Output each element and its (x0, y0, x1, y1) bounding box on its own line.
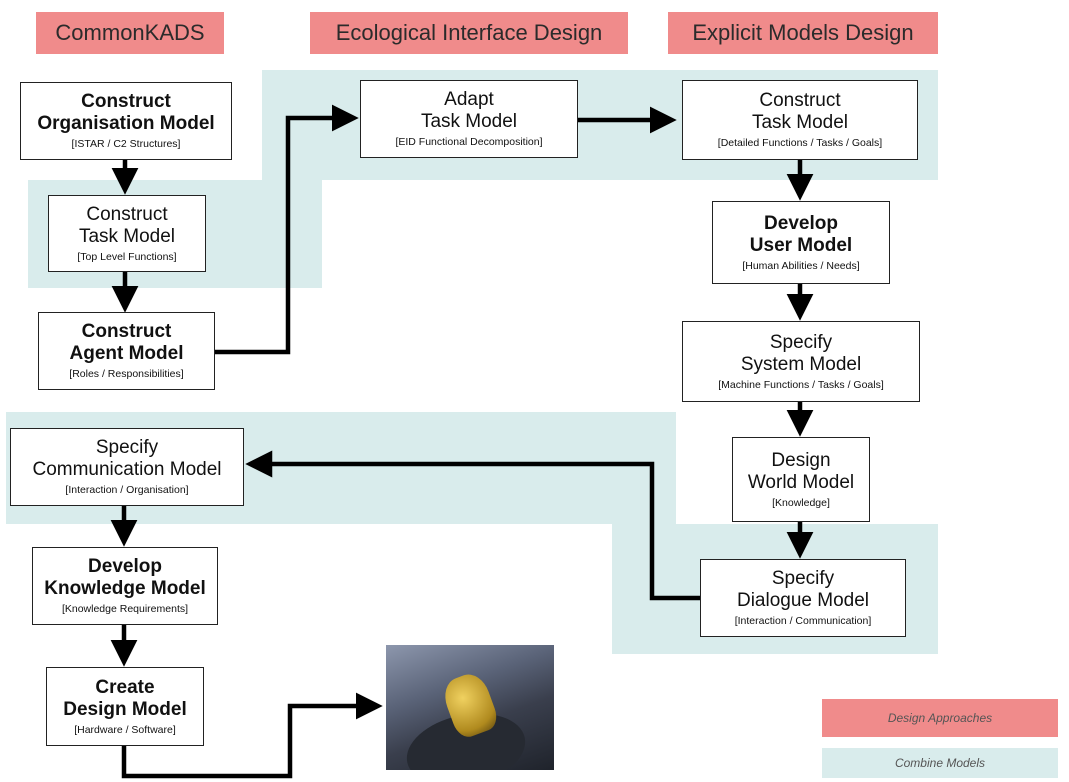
header-ecological-interface-design: Ecological Interface Design (310, 12, 628, 54)
box-subtitle: [Roles / Responsibilities] (69, 368, 184, 380)
box-subtitle: [Top Level Functions] (77, 250, 177, 263)
box-subtitle: [ISTAR / C2 Structures] (71, 138, 181, 150)
box-subtitle: [Interaction / Organisation] (65, 484, 189, 496)
box-title-line2: Organisation Model (37, 113, 215, 134)
box-title-line2: Dialogue Model (736, 590, 870, 611)
box-subtitle: [Knowledge] (772, 496, 830, 509)
box-create-design-model: Create Design Model [Hardware / Software… (46, 667, 204, 746)
box-title-line2: Communication Model (32, 459, 222, 480)
box-title-line1: Adapt (444, 89, 494, 110)
box-title-line2: Agent Model (69, 343, 184, 364)
box-title-line1: Develop (764, 212, 838, 234)
box-construct-agent-model: Construct Agent Model [Roles / Responsib… (38, 312, 215, 390)
box-subtitle: [Machine Functions / Tasks / Goals] (718, 378, 884, 391)
box-subtitle: [Detailed Functions / Tasks / Goals] (717, 137, 883, 149)
box-subtitle: [Human Abilities / Needs] (742, 259, 860, 272)
header-explicit-models-design: Explicit Models Design (668, 12, 938, 54)
box-specify-dialogue-model: Specify Dialogue Model [Interaction / Co… (700, 559, 906, 637)
box-title-line1: Construct (86, 203, 168, 225)
box-construct-organisation-model: Construct Organisation Model [ISTAR / C2… (20, 82, 232, 160)
box-title-line1: Construct (81, 321, 172, 342)
box-adapt-task-model: Adapt Task Model [EID Functional Decompo… (360, 80, 578, 158)
box-title-line1: Construct (759, 90, 841, 111)
box-title-line1: Construct (81, 91, 171, 112)
header-commonkads: CommonKADS (36, 12, 224, 54)
box-title-line1: Develop (88, 556, 162, 577)
box-title-line1: Specify (771, 568, 835, 589)
box-subtitle: [Knowledge Requirements] (61, 603, 189, 615)
box-design-world-model: Design World Model [Knowledge] (732, 437, 870, 522)
box-construct-task-model-top: Construct Task Model [Top Level Function… (48, 195, 206, 272)
legend-design-approaches: Design Approaches (822, 699, 1058, 737)
arrow-dialogue-to-communication (245, 450, 700, 601)
box-title-line2: Design Model (63, 698, 187, 720)
box-title-line1: Design (771, 449, 831, 471)
arrow-agent-to-adapt (215, 104, 359, 355)
box-title-line2: Task Model (78, 225, 176, 247)
box-title-line2: World Model (747, 471, 855, 493)
box-develop-knowledge-model: Develop Knowledge Model [Knowledge Requi… (32, 547, 218, 625)
box-title-line1: Specify (95, 437, 159, 458)
box-specify-communication-model: Specify Communication Model [Interaction… (10, 428, 244, 506)
box-title-line2: User Model (749, 234, 853, 256)
box-construct-task-model-detailed: Construct Task Model [Detailed Functions… (682, 80, 918, 160)
box-subtitle: [Interaction / Communication] (734, 615, 872, 627)
box-subtitle: [Hardware / Software] (74, 723, 176, 736)
box-title-line2: Knowledge Model (44, 578, 206, 599)
cockpit-photo (386, 645, 554, 770)
arrow-design-to-photo (121, 692, 383, 779)
box-subtitle: [EID Functional Decomposition] (395, 136, 543, 148)
box-title-line1: Create (95, 676, 155, 698)
box-develop-user-model: Develop User Model [Human Abilities / Ne… (712, 201, 890, 284)
box-title-line2: Task Model (420, 111, 518, 132)
box-title-line2: System Model (740, 353, 862, 375)
box-title-line2: Task Model (751, 112, 849, 133)
box-title-line1: Specify (769, 331, 833, 353)
legend-combine-models: Combine Models (822, 748, 1058, 778)
box-specify-system-model: Specify System Model [Machine Functions … (682, 321, 920, 402)
